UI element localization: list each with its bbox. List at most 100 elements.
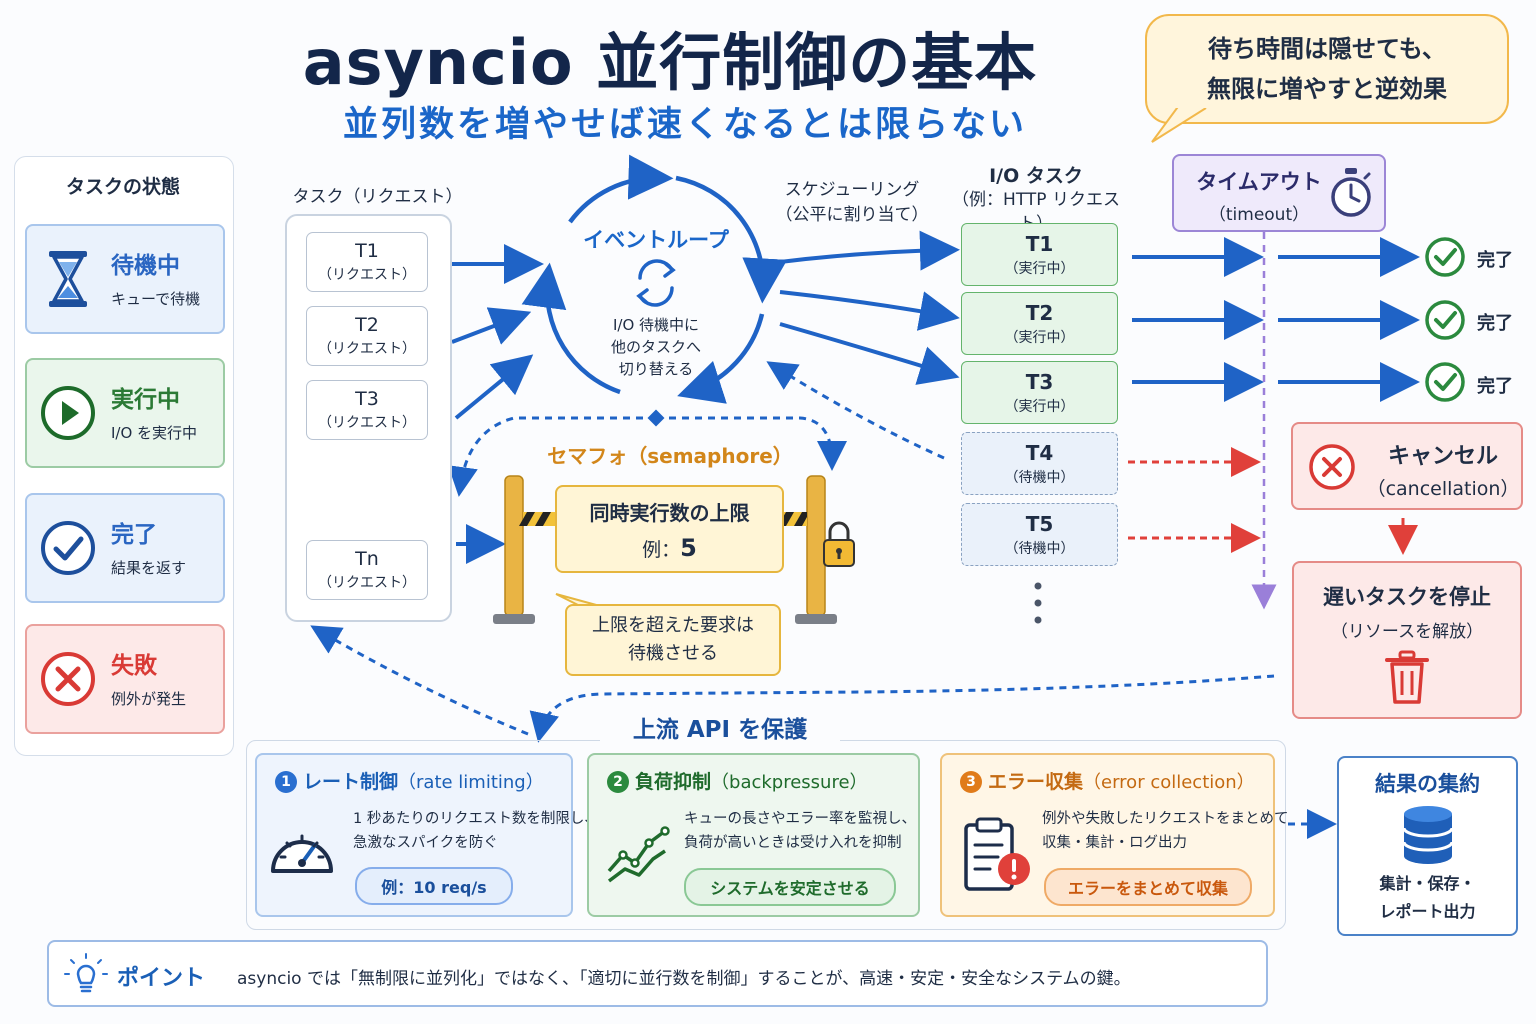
card-number: 3 [960, 771, 982, 793]
semaphore-gate-icon [493, 475, 837, 624]
event-loop-desc-line: 切り替える [618, 360, 694, 378]
cancel-title: キャンセル [1387, 444, 1498, 469]
request-sub: （リクエスト） [318, 267, 416, 283]
card-desc-line: 負荷が高いときは受け入れを抑制 [684, 835, 902, 851]
state-name: 実行中 [111, 387, 180, 413]
event-loop-title: イベントループ [583, 228, 729, 252]
request-task: T1 （リクエスト） [306, 232, 428, 292]
point-label: ポイント [117, 966, 206, 991]
protect-title: 上流 API を保護 [600, 710, 840, 744]
request-sub: （リクエスト） [318, 341, 416, 357]
event-loop-desc: I/O 待機中に 他のタスクへ 切り替える [556, 314, 756, 380]
io-task-status: （実行中） [1004, 398, 1075, 415]
limit-value-line: 例：5 [642, 534, 697, 562]
card-desc-line: 収集・集計・ログ出力 [1042, 835, 1187, 851]
callout-line-1: 待ち時間は隠せても、 [1207, 35, 1447, 63]
cancellation-box: キャンセル （cancellation） [1291, 422, 1523, 510]
done-label: 完了 [1477, 313, 1513, 334]
cancel-icon [1309, 444, 1355, 490]
database-icon [1402, 806, 1454, 864]
check-circle-icon [1425, 300, 1465, 340]
state-desc: 結果を返す [111, 559, 187, 577]
card-desc: 1 秒あたりのリクエスト数を制限し、 急激なスパイクを防ぐ [353, 807, 599, 855]
timeout-label: タイムアウト [1196, 170, 1322, 194]
io-task-name: T2 [1025, 300, 1054, 325]
state-desc: I/O を実行中 [111, 424, 198, 442]
card-title-en: （rate limiting） [398, 772, 544, 793]
scheduling-line: スケジューリング [784, 180, 920, 200]
lightbulb-icon [64, 953, 108, 993]
card-desc-line: キューの長さやエラー率を監視し、 [684, 811, 916, 827]
timeout-box: タイムアウト （timeout） [1172, 154, 1386, 232]
io-task-waiting: T5 （待機中） [961, 503, 1118, 566]
io-task-status: （実行中） [1004, 260, 1075, 277]
state-waiting: 待機中 キューで待機 [25, 224, 225, 334]
card-title-en: （error collection） [1083, 772, 1255, 793]
io-task-name: T3 [1025, 369, 1054, 394]
card-desc-line: 例外や失敗したリクエストをまとめて [1042, 811, 1289, 827]
callout-line-2: 無限に増やすと逆効果 [1207, 75, 1447, 103]
limit-prefix: 例： [642, 538, 681, 561]
io-tasks-label-main: I/O タスク [989, 165, 1083, 187]
card-pill: 例：10 req/s [355, 867, 513, 905]
scheduling-label: スケジューリング （公平に割り当て） [772, 178, 932, 228]
state-running: 実行中 I/O を実行中 [25, 358, 225, 468]
io-task-running: T1 （実行中） [961, 223, 1118, 286]
limit-value: 5 [680, 533, 697, 562]
card-desc: キューの長さやエラー率を監視し、 負荷が高いときは受け入れを抑制 [684, 807, 916, 855]
stop-sub: （リソースを解放） [1330, 622, 1484, 642]
io-task-name: T5 [1025, 511, 1054, 536]
card-title-text: レート制御 [303, 771, 399, 793]
event-loop-desc-line: I/O 待機中に [612, 316, 700, 334]
refresh-icon [636, 259, 676, 307]
card-desc-line: 急激なスパイクを防ぐ [353, 835, 498, 851]
callout-bubble: 待ち時間は隠せても、 無限に増やすと逆効果 [1145, 14, 1509, 124]
io-tasks-label: I/O タスク （例：HTTP リクエスト） [946, 164, 1126, 236]
cancel-sub: （cancellation） [1366, 478, 1520, 500]
stop-slow-task-box: 遅いタスクを停止 （リソースを解放） [1292, 561, 1522, 719]
io-task-name: T1 [1025, 231, 1054, 256]
aggregate-sub: 集計・保存・ レポート出力 [1339, 870, 1516, 926]
aggregate-title: 結果の集約 [1375, 772, 1480, 796]
io-task-running: T2 （実行中） [961, 292, 1118, 355]
semaphore-label: セマフォ（semaphore） [547, 444, 793, 468]
play-icon [41, 386, 95, 440]
trend-chart-icon [607, 826, 670, 883]
io-task-status: （実行中） [1004, 329, 1075, 346]
hourglass-icon [49, 251, 87, 307]
result-aggregation-box: 結果の集約 集計・保存・ レポート出力 [1337, 756, 1518, 936]
done-label: 完了 [1477, 250, 1513, 271]
event-loop-desc-line: 他のタスクへ [610, 338, 701, 356]
state-name: 待機中 [111, 253, 180, 279]
state-done: 完了 結果を返す [25, 493, 225, 603]
tasks-label: タスク（リクエスト） [292, 187, 463, 207]
page-title: asyncio 並行制御の基本 [302, 26, 1038, 99]
card-title-text: エラー収集 [988, 771, 1084, 793]
request-name: T3 [355, 388, 379, 410]
wait-note-line: 上限を超えた要求は [592, 615, 754, 636]
card-desc: 例外や失敗したリクエストをまとめて 収集・集計・ログ出力 [1042, 807, 1289, 855]
request-sub: （リクエスト） [318, 575, 416, 591]
card-number: 2 [607, 771, 629, 793]
clipboard-error-icon [964, 817, 1030, 891]
request-task: T2 （リクエスト） [306, 306, 428, 366]
state-desc: キューで待機 [111, 290, 201, 308]
error-circle-icon [41, 652, 95, 706]
card-title-en: （backpressure） [711, 772, 868, 793]
stop-title: 遅いタスクを停止 [1323, 585, 1491, 609]
io-task-running: T3 （実行中） [961, 361, 1118, 424]
callout-tail [1151, 100, 1210, 143]
page-subtitle: 並列数を増やせば速くなるとは限らない [342, 105, 1027, 145]
check-circle-icon [1425, 362, 1465, 402]
concurrency-limit-box: 同時実行数の上限 例：5 [555, 485, 784, 573]
io-task-name: T4 [1025, 440, 1054, 465]
state-name: 完了 [111, 522, 157, 548]
point-bar: ポイント asyncio では「無制限に並列化」ではなく、「適切に並行数を制御」… [47, 940, 1268, 1007]
event-loop-ring [521, 154, 788, 404]
card-error-collection: 3 エラー収集（error collection） 例外や失敗したリクエストをまと… [940, 753, 1289, 917]
